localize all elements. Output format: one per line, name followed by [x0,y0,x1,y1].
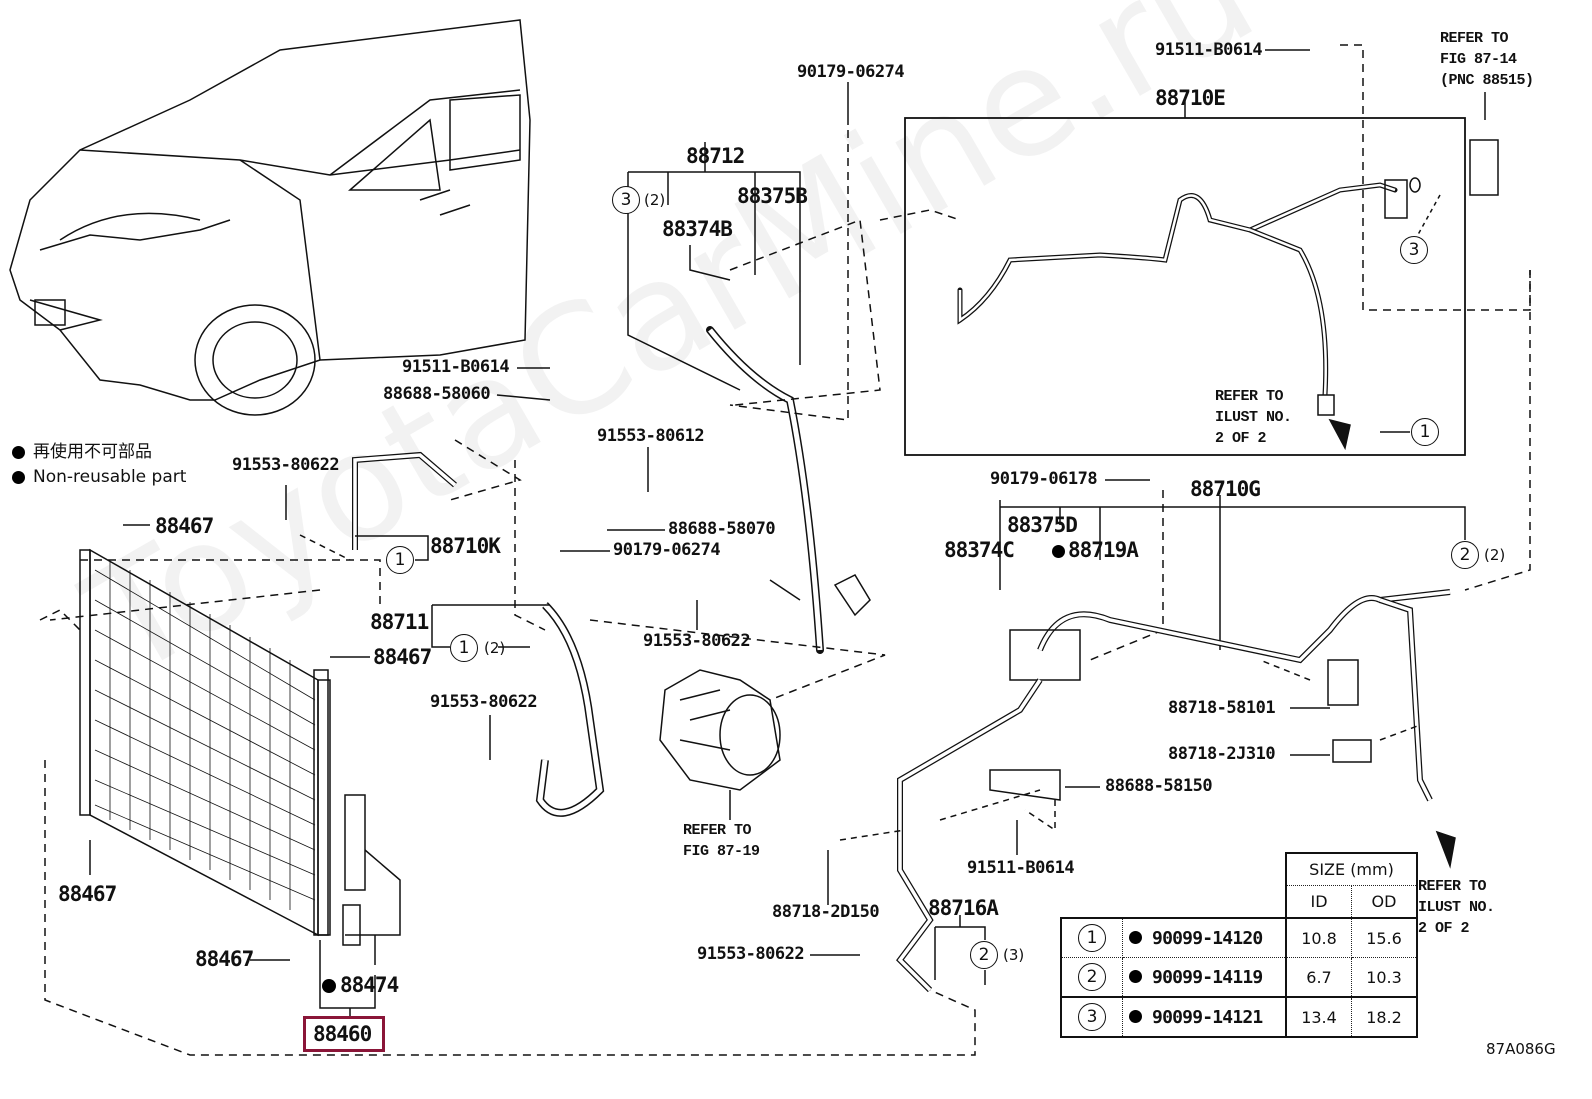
table-row: 2 90099-14119 6.7 10.3 [1060,957,1418,998]
part-label-90179-06274[interactable]: 90179-06274 [797,62,905,82]
size-header: SIZE (mm) [1285,852,1418,886]
document-id: 87A086G [1486,1040,1556,1058]
leader-lines [89,49,1410,961]
legend: 再使用不可部品 Non-reusable part [12,440,186,490]
part-label-88710G[interactable]: 88710G [1190,477,1261,501]
part-label-88460[interactable]: 88460 [313,1022,372,1046]
part-label-88711[interactable]: 88711 [370,610,429,634]
refer-note-ilust-2-of-2[interactable]: REFER TO ILUST NO. 2 OF 2 [1215,388,1292,447]
part-label-88474[interactable]: 88474 [340,973,399,997]
oring-callout-2[interactable]: 2 [1451,541,1479,569]
part-label-91511-B0614[interactable]: 91511-B0614 [402,357,510,377]
oring-callout-1[interactable]: 1 [450,634,478,662]
oring-callout-1[interactable]: 1 [386,546,414,574]
part-label-91511-B0614[interactable]: 91511-B0614 [1155,40,1263,60]
part-label-88718-2D150[interactable]: 88718-2D150 [772,902,880,922]
part-label-91553-80622[interactable]: 91553-80622 [643,631,751,651]
part-label-91553-80612[interactable]: 91553-80612 [597,426,705,446]
oring-callout-3[interactable]: 3 [1400,236,1428,264]
part-label-88467[interactable]: 88467 [155,514,214,538]
legend-row-jp: 再使用不可部品 [12,440,186,465]
part-label-88467[interactable]: 88467 [373,645,432,669]
highlighted-part-box [303,1016,385,1052]
part-label-88467[interactable]: 88467 [195,947,254,971]
non-reusable-dot-icon [1129,930,1142,944]
part-label-88467[interactable]: 88467 [58,882,117,906]
oring-id: 13.4 [1285,996,1352,1038]
oring-part-number[interactable]: 90099-14119 [1152,966,1263,988]
table-row: 3 90099-14121 13.4 18.2 [1060,996,1418,1038]
non-reusable-dot-icon [322,979,336,993]
oring-part-number[interactable]: 90099-14121 [1152,1006,1263,1028]
callout-quantity: (3) [1003,946,1025,964]
part-label-91553-80622[interactable]: 91553-80622 [430,692,538,712]
legend-row-en: Non-reusable part [12,465,186,490]
part-label-88374B[interactable]: 88374B [662,217,733,241]
oring-id: 10.8 [1285,917,1352,958]
part-label-90179-06178[interactable]: 90179-06178 [990,469,1098,489]
box-88710E [904,117,1466,456]
part-label-88688-58150[interactable]: 88688-58150 [1105,776,1213,796]
col-id-header: ID [1285,885,1352,919]
part-label-88719A[interactable]: 88719A [1068,538,1139,562]
callout-number: 3 [1408,240,1420,260]
oring-ref-3: 3 [1078,1003,1106,1031]
refer-note-fig-87-19[interactable]: REFER TO FIG 87-19 [683,822,760,860]
oring-od: 18.2 [1351,996,1418,1038]
part-label-88710K[interactable]: 88710K [430,534,501,558]
non-reusable-dot-icon [1129,1009,1142,1023]
compressor-illustration [659,669,781,791]
non-reusable-dot-icon [1052,545,1065,558]
callout-number: 1 [458,638,470,658]
part-label-88374C[interactable]: 88374C [944,538,1015,562]
part-label-88688-58060[interactable]: 88688-58060 [383,384,491,404]
oring-od: 10.3 [1351,957,1418,998]
callout-number: 1 [394,550,406,570]
oring-size-table: SIZE (mm) ID OD 1 90099-14120 10.8 15.6 … [1060,852,1418,1038]
part-label-88375D[interactable]: 88375D [1007,513,1078,537]
vehicle-illustration [9,19,531,416]
legend-text-jp: 再使用不可部品 [33,442,152,462]
part-label-90179-06274[interactable]: 90179-06274 [613,540,721,560]
oring-callout-1[interactable]: 1 [1411,418,1439,446]
oring-od: 15.6 [1351,917,1418,958]
oring-part-number[interactable]: 90099-14120 [1152,927,1263,949]
part-label-91553-80622[interactable]: 91553-80622 [697,944,805,964]
oring-ref-2: 2 [1078,963,1106,991]
table-row: 1 90099-14120 10.8 15.6 [1060,917,1418,958]
part-label-88688-58070[interactable]: 88688-58070 [668,519,776,539]
part-label-88710E[interactable]: 88710E [1155,86,1226,110]
oring-callout-3[interactable]: 3 [612,186,640,214]
callout-number: 2 [978,945,990,965]
part-label-91553-80622[interactable]: 91553-80622 [232,455,340,475]
legend-text-en: Non-reusable part [33,467,187,487]
callout-quantity: (2) [484,639,506,657]
refer-note-fig-87-14[interactable]: REFER TO FIG 87-14 (PNC 88515) [1440,30,1534,89]
part-label-88718-2J310[interactable]: 88718-2J310 [1168,744,1276,764]
part-label-88718-58101[interactable]: 88718-58101 [1168,698,1276,718]
part-label-88375B[interactable]: 88375B [737,184,808,208]
col-od-header: OD [1351,885,1418,919]
non-reusable-dot-icon [12,446,25,459]
part-label-88716A[interactable]: 88716A [928,896,999,920]
callout-number: 2 [1459,545,1471,565]
oring-ref-1: 1 [1078,924,1106,952]
callout-number: 3 [620,190,632,210]
callout-number: 1 [1419,422,1431,442]
oring-callout-2[interactable]: 2 [970,941,998,969]
callout-quantity: (2) [644,191,666,209]
part-label-88712[interactable]: 88712 [686,144,745,168]
non-reusable-dot-icon [12,471,25,484]
condenser-illustration [79,548,331,937]
refer-note-ilust-2-of-2[interactable]: REFER TO ILUST NO. 2 OF 2 [1418,878,1495,937]
oring-id: 6.7 [1285,957,1352,998]
part-label-91511-B0614[interactable]: 91511-B0614 [967,858,1075,878]
callout-quantity: (2) [1484,546,1506,564]
non-reusable-dot-icon [1129,969,1142,983]
